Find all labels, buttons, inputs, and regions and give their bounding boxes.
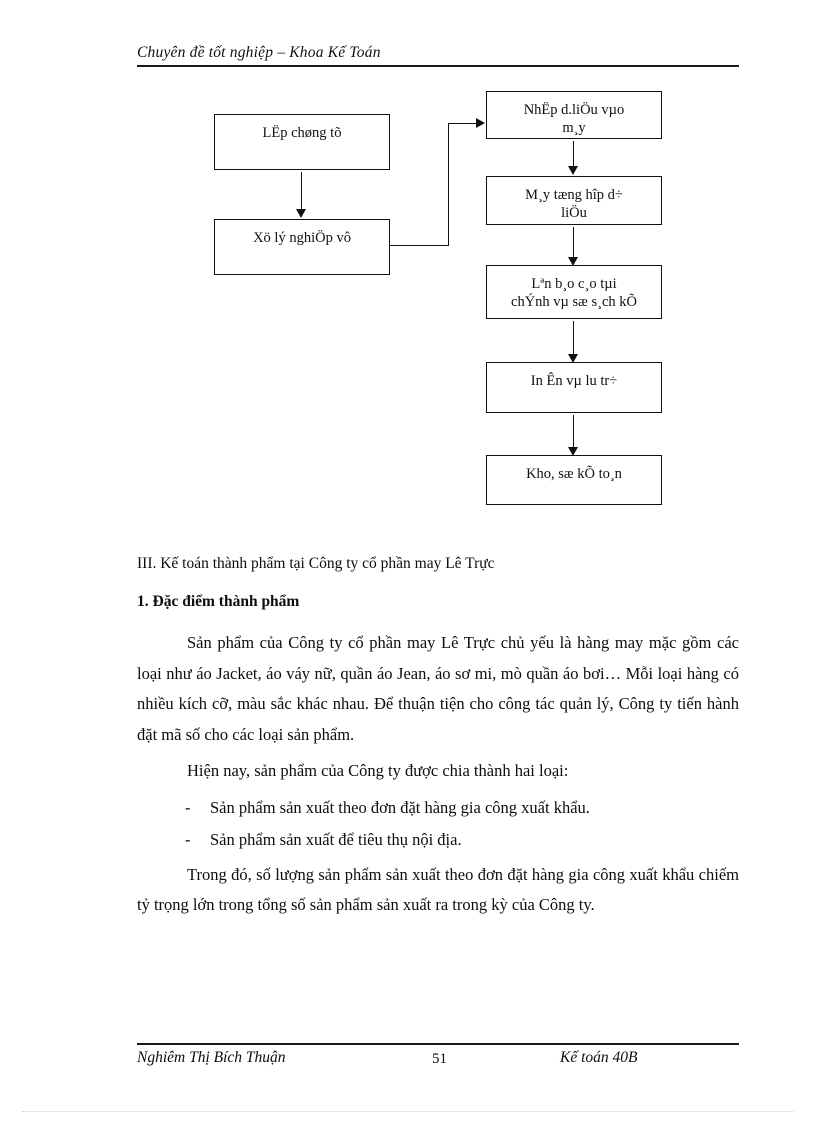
- paragraph-product-description: Sản phẩm của Công ty cổ phần may Lê Trực…: [137, 633, 739, 744]
- connector-nhap-to-may: [573, 141, 574, 171]
- document-body: III. Kế toán thành phẩm tại Công ty cổ p…: [137, 553, 739, 925]
- connector-may-to-baocao: [573, 227, 574, 262]
- flow-box-kho-so-ke-toan: Kho, sæ kÕ to¸n: [486, 455, 662, 505]
- flow-box-may-tong-hop: M¸y tæng hîp d÷ liÖu: [486, 176, 662, 225]
- connector-lap-to-xuly: [301, 172, 302, 214]
- flow-box-lap-chung-tu: LËp chøng tõ: [214, 114, 390, 170]
- list-item-label: Sản phẩm sản xuất để tiêu thụ nội địa.: [210, 830, 462, 850]
- flow-box-len-bao-cao: Lªn b¸o c¸o tµi chÝnh vµ sæ s¸ch kÕ: [486, 265, 662, 319]
- bullet-marker: -: [185, 830, 191, 850]
- flow-box-line1: Kho, sæ kÕ to¸n: [526, 466, 622, 482]
- product-category-list: - Sản phẩm sản xuất theo đơn đặt hàng gi…: [137, 793, 739, 856]
- section-heading: III. Kế toán thành phẩm tại Công ty cổ p…: [137, 555, 495, 572]
- footer-row: Nghiêm Thị Bích Thuận 51 Kế toán 40B: [137, 1049, 739, 1075]
- page-footer: Nghiêm Thị Bích Thuận 51 Kế toán 40B: [137, 1043, 739, 1075]
- scan-artifact-line: [22, 1111, 794, 1112]
- connector-inan-to-kho: [573, 415, 574, 452]
- header-divider: [137, 65, 739, 67]
- accounting-workflow-diagram: LËp chøng tõ Xö lý nghiÖp vô NhËp d.liÖu…: [0, 0, 816, 530]
- connector-xuly-into-nhap: [448, 123, 477, 124]
- connector-xuly-up: [448, 123, 449, 246]
- list-item: - Sản phẩm sản xuất để tiêu thụ nội địa.: [137, 825, 739, 856]
- flow-box-line2: liÖu: [561, 205, 587, 222]
- arrowhead-inan-to-kho: [568, 447, 578, 456]
- connector-baocao-to-inan: [573, 321, 574, 359]
- flow-box-line1: Xö lý nghiÖp vô: [253, 230, 351, 246]
- sub-heading: 1. Đặc điểm thành phẩm: [137, 592, 300, 610]
- arrowhead-xuly-to-nhap: [476, 118, 485, 128]
- list-item: - Sản phẩm sản xuất theo đơn đặt hàng gi…: [137, 793, 739, 824]
- flow-box-line1: LËp chøng tõ: [262, 125, 342, 141]
- flow-box-line1: Lªn b¸o c¸o tµi: [531, 276, 617, 292]
- footer-divider: [137, 1043, 739, 1045]
- footer-author: Nghiêm Thị Bích Thuận: [137, 1049, 286, 1066]
- flow-box-in-an-luu-tru: In Ên vµ lu tr÷: [486, 362, 662, 413]
- arrowhead-lap-to-xuly: [296, 209, 306, 218]
- flow-box-line1: NhËp d.liÖu vµo: [523, 102, 625, 118]
- flow-box-line2: m¸y: [562, 120, 586, 137]
- page-number: 51: [432, 1051, 447, 1067]
- connector-xuly-right: [390, 245, 449, 246]
- header-title: Chuyên đề tốt nghiệp – Khoa Kế Toán: [137, 44, 381, 61]
- paragraph-export-proportion: Trong đó, số lượng sản phẩm sản xuất the…: [137, 864, 739, 915]
- list-item-label: Sản phẩm sản xuất theo đơn đặt hàng gia …: [210, 797, 590, 817]
- flow-box-line2: chÝnh vµ sæ s¸ch kÕ: [511, 294, 637, 311]
- flow-box-nhap-du-lieu: NhËp d.liÖu vµo m¸y: [486, 91, 662, 139]
- bullet-marker: -: [185, 797, 191, 817]
- flow-box-line1: M¸y tæng hîp d÷: [525, 187, 623, 203]
- arrowhead-may-to-baocao: [568, 257, 578, 266]
- arrowhead-baocao-to-inan: [568, 354, 578, 363]
- flow-box-line1: In Ên vµ lu tr÷: [530, 373, 618, 389]
- footer-course: Kế toán 40B: [560, 1049, 638, 1066]
- paragraph-two-categories: Hiện nay, sản phẩm của Công ty được chia…: [187, 761, 569, 781]
- page-header: Chuyên đề tốt nghiệp – Khoa Kế Toán: [137, 44, 739, 67]
- arrowhead-nhap-to-may: [568, 166, 578, 175]
- flow-box-xu-ly-nghiep-vu: Xö lý nghiÖp vô: [214, 219, 390, 275]
